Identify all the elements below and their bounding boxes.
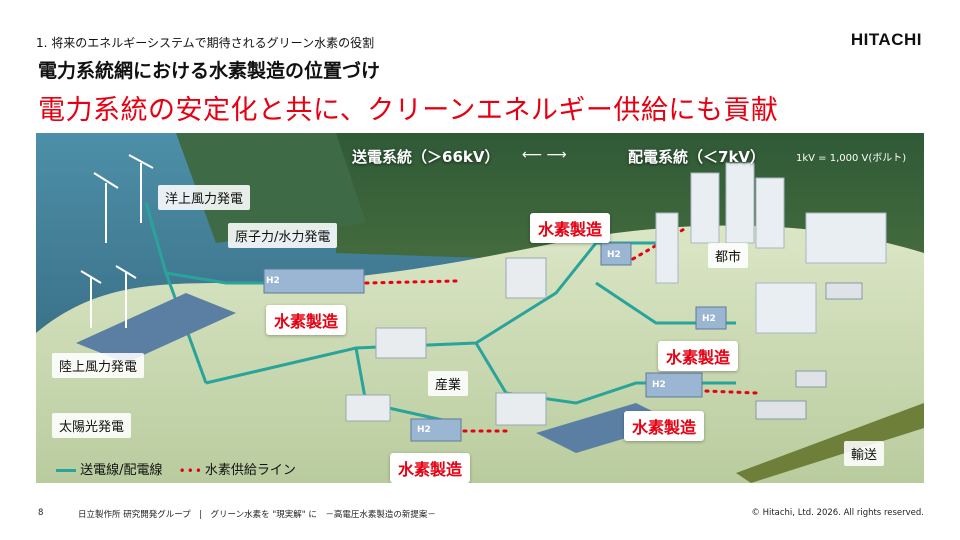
h2-mark: H2 [266,276,280,286]
h2-production-distribution: 水素製造 [658,341,739,371]
hitachi-logo: HITACHI [850,30,922,49]
label-onshore-wind: 陸上風力発電 [52,353,145,378]
legend-supply-label: 水素供給ライン [204,463,296,478]
h2-production-city: 水素製造 [530,213,611,243]
h2-mark: H2 [702,314,716,324]
label-nuclear-hydro: 原子力/水力発電 [228,223,338,248]
industry-buildings [345,257,547,426]
footer-center: 日立製作所 研究開発グループ | グリーン水素を "現実解" に －高電圧水素製… [78,510,436,520]
double-arrow-icon: ⟵ ⟶ [522,147,567,163]
label-industry: 産業 [428,371,469,396]
energy-system-illustration: 送電系統（＞66kV） ⟵ ⟶ 配電系統（＜7kV） 1kV = 1,000 V… [36,133,924,483]
h2-production-industry: 水素製造 [390,453,471,483]
transmission-label: 送電系統（＞66kV） [352,148,500,166]
label-city: 都市 [708,243,749,268]
h2-mark: H2 [607,250,621,260]
coast-hill [176,133,366,243]
copyright: © Hitachi, Ltd. 2026. All rights reserve… [751,508,924,518]
page-number: 8 [38,508,44,518]
h2-production-transport: 水素製造 [624,411,705,441]
h2-production-generation: 水素製造 [266,305,347,335]
h2-units [263,242,727,442]
label-offshore-wind: 洋上風力発電 [158,185,251,210]
legend: 送電線/配電線 ••• 水素供給ライン [56,459,296,478]
landscape-illustration [36,133,924,483]
unit-note: 1kV = 1,000 V(ボルト) [796,153,907,164]
supply-line-swatch: ••• [178,463,203,478]
trucks [755,282,863,420]
wind-turbines [80,154,154,328]
label-solar: 太陽光発電 [52,413,132,438]
section-heading: 1. 将来のエネルギーシステムで期待されるグリーン水素の役割 [36,36,375,50]
legend-lines-label: 送電線/配電線 [80,463,163,478]
h2-mark: H2 [417,425,431,435]
page-title: 電力系統網における水素製造の位置づけ [38,60,381,82]
distribution-label: 配電系統（＜7kV） [628,148,766,166]
city-buildings [655,162,887,334]
train [736,403,924,483]
label-transport: 輸送 [844,441,885,466]
grid-line-swatch [56,469,76,472]
page-subtitle: 電力系統の安定化と共に、クリーンエネルギー供給にも貢献 [38,95,779,126]
h2-mark: H2 [652,380,666,390]
